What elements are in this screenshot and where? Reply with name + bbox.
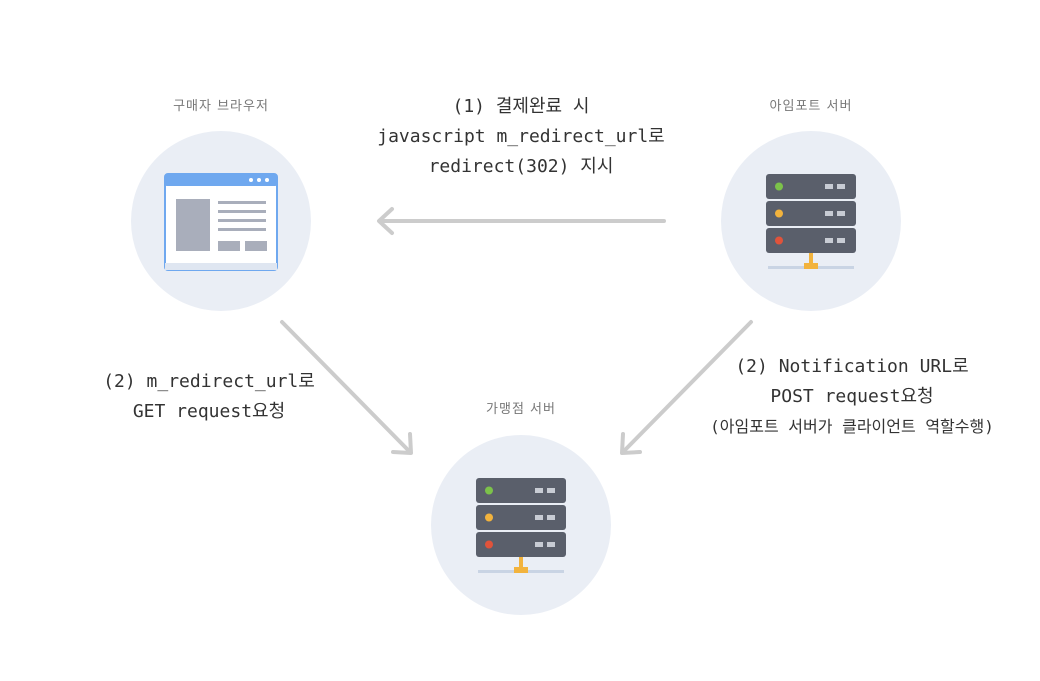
step2-right-line-1: (2) Notification URL로: [735, 356, 969, 377]
step2-right-label: (2) Notification URL로 POST request요청 (아임…: [672, 352, 1032, 442]
step2-left-label: (2) m_redirect_url로 GET request요청: [94, 367, 324, 427]
step1-line-1: (1) 결제완료 시: [452, 96, 590, 117]
step2-left-line-1: (2) m_redirect_url로: [103, 371, 315, 392]
arrow-browser-to-merchant: [280, 320, 413, 455]
step1-line-2: javascript m_redirect_url로: [377, 126, 665, 147]
step1-line-3: redirect(302) 지시: [428, 156, 614, 177]
browser-window-icon: [164, 173, 278, 271]
step2-right-line-2: POST request요청: [770, 386, 934, 407]
iamport-server-label: 아임포트 서버: [769, 99, 853, 114]
arrow-iamport-to-browser: [377, 207, 666, 235]
step2-left-line-2: GET request요청: [132, 401, 286, 422]
iamport-server-icon: [766, 174, 856, 269]
merchant-server-label: 가맹점 서버: [486, 402, 556, 417]
merchant-server-icon: [476, 478, 566, 573]
arrow-iamport-to-merchant: [620, 320, 753, 455]
step2-right-line-3: (아임포트 서버가 클라이언트 역할수행): [710, 417, 994, 436]
step1-label: (1) 결제완료 시 javascript m_redirect_url로 re…: [366, 92, 676, 182]
buyer-browser-label: 구매자 브라우저: [173, 99, 269, 114]
